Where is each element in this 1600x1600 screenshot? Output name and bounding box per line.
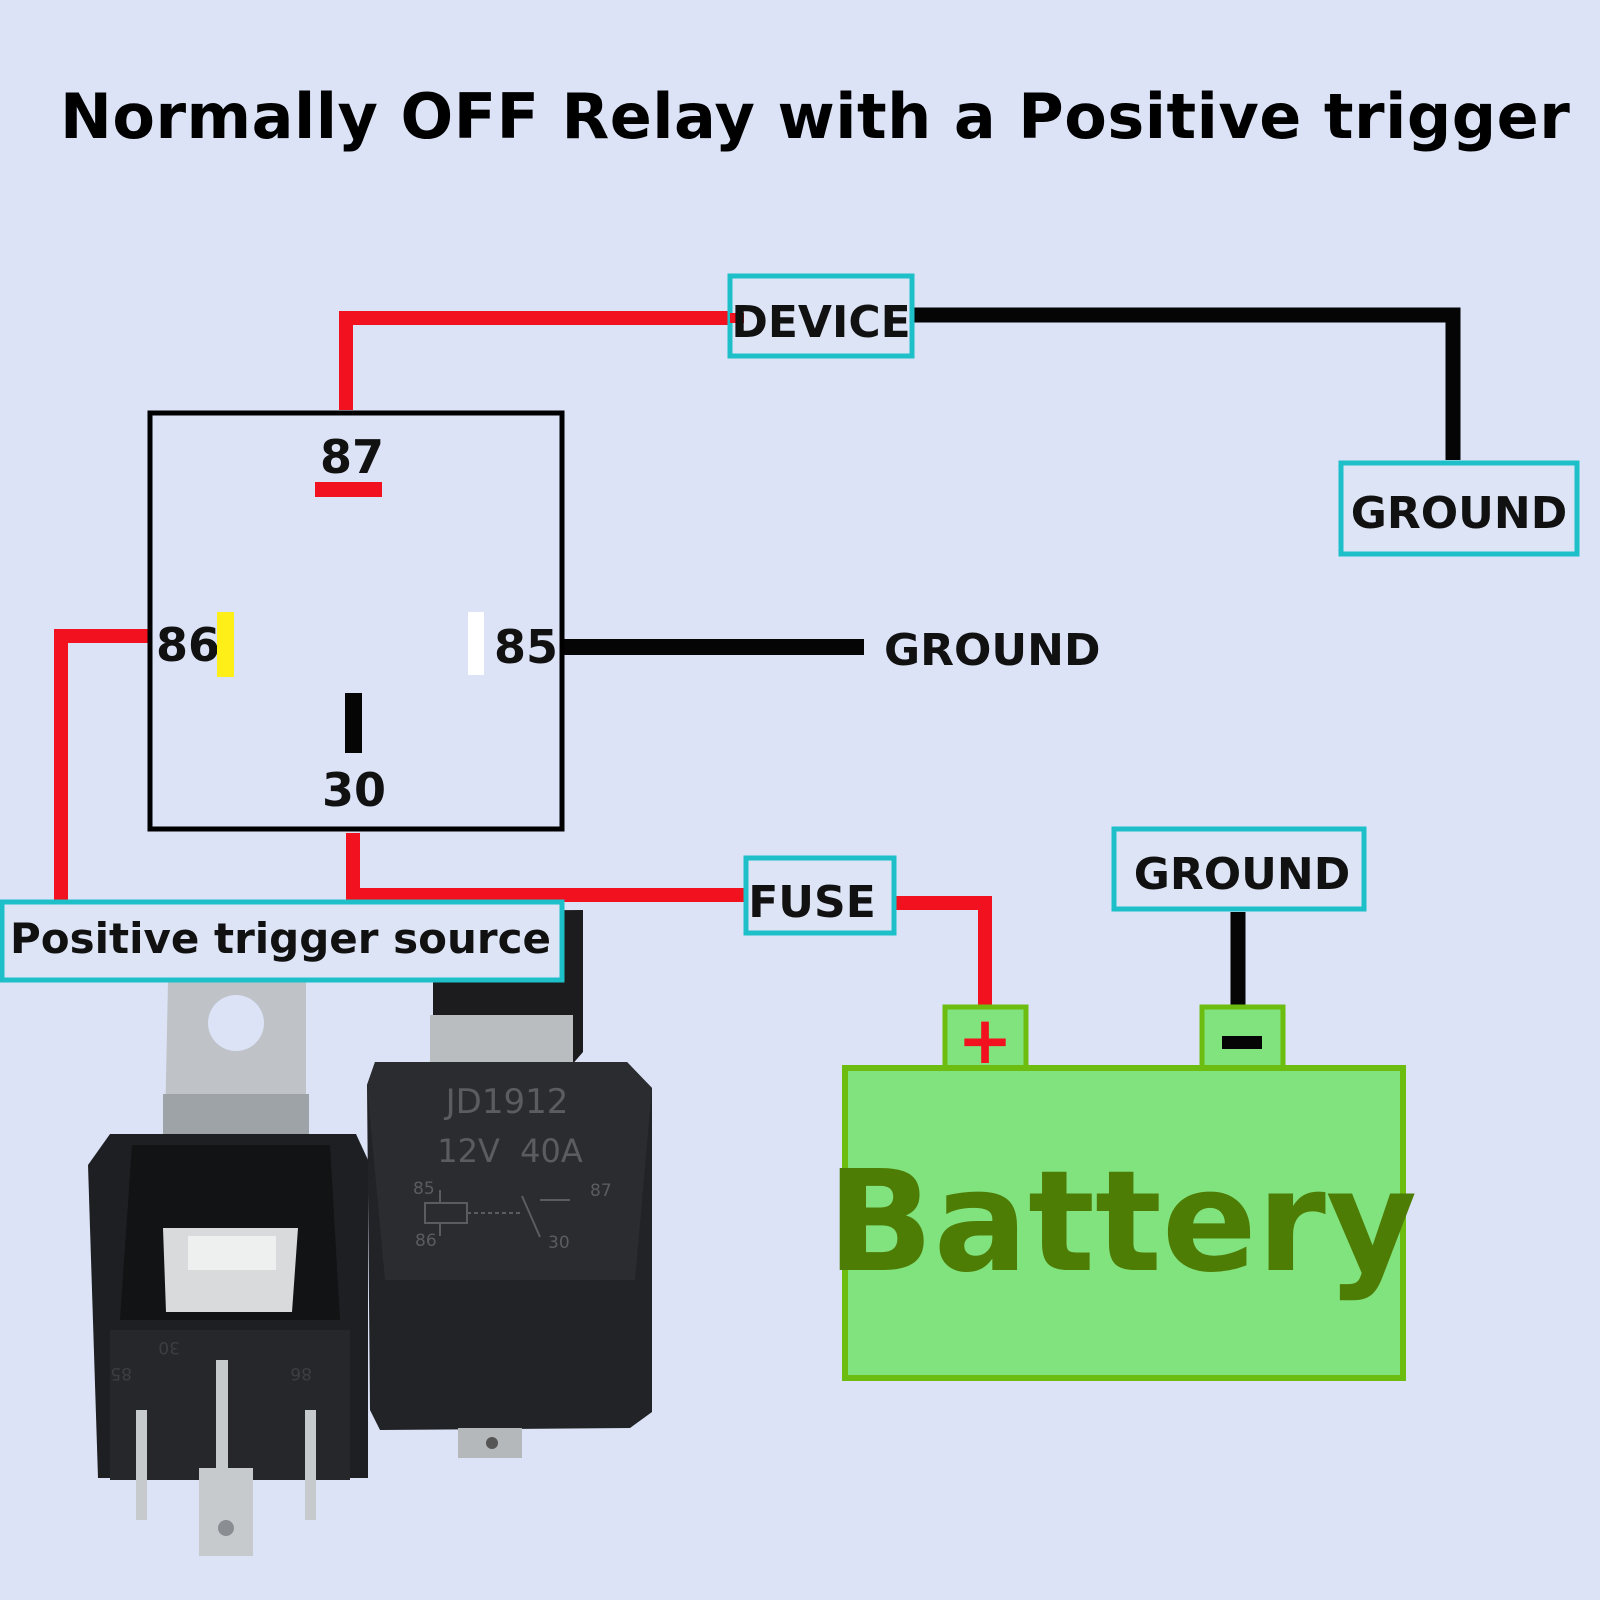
battery-body bbox=[842, 1065, 1406, 1381]
pin-30-label: 30 bbox=[322, 763, 386, 817]
diagram-title: Normally OFF Relay with a Positive trigg… bbox=[60, 80, 1571, 153]
relay-box bbox=[147, 410, 565, 832]
relay-photo-pin-87: 87 bbox=[590, 1181, 612, 1201]
battery: + Battery bbox=[827, 1002, 1417, 1381]
svg-text:30: 30 bbox=[158, 1337, 180, 1357]
svg-text:86: 86 bbox=[290, 1363, 312, 1383]
ground-device-box: GROUND bbox=[1338, 460, 1580, 557]
ground-battery-box: GROUND bbox=[1111, 826, 1367, 912]
fuse-label: FUSE bbox=[748, 877, 876, 928]
wire-86-to-trigger bbox=[54, 629, 152, 902]
pin-85-marker bbox=[468, 612, 484, 675]
relay-photo-pin-86: 86 bbox=[415, 1231, 437, 1251]
relay-photo-pin-85: 85 bbox=[413, 1179, 435, 1199]
trigger-source-label: Positive trigger source bbox=[10, 914, 551, 963]
relay-photo: 30 85 86 JD1912 12V 40A 85 86 87 30 bbox=[88, 910, 652, 1556]
battery-positive-terminal bbox=[942, 1004, 1029, 1072]
battery-label: Battery bbox=[827, 1141, 1417, 1304]
battery-negative-sign bbox=[1222, 1036, 1262, 1049]
relay-model-label: JD1912 bbox=[444, 1082, 569, 1122]
pin-87-marker bbox=[315, 482, 382, 497]
device-label: DEVICE bbox=[731, 297, 910, 348]
pin-86-marker bbox=[217, 612, 234, 677]
trigger-source-box: Positive trigger source bbox=[0, 899, 565, 983]
pin-87-label: 87 bbox=[320, 430, 384, 484]
relay-photo-pin-30: 30 bbox=[548, 1233, 570, 1253]
pin-85-label: 85 bbox=[494, 620, 558, 674]
wire-device-to-ground bbox=[910, 307, 1461, 460]
wire-30-to-fuse bbox=[346, 833, 748, 902]
ground-relay-label: GROUND bbox=[884, 625, 1100, 676]
pin-30-marker bbox=[345, 693, 362, 753]
device-label-box: DEVICE bbox=[727, 273, 915, 359]
wire-87-to-device bbox=[339, 311, 742, 410]
relay-schematic: 87 86 85 30 bbox=[147, 410, 565, 832]
relay-coil-symbol bbox=[424, 1190, 570, 1238]
ground-device-label: GROUND bbox=[1351, 488, 1567, 539]
svg-text:85: 85 bbox=[110, 1363, 132, 1383]
relay-rating-label: 12V 40A bbox=[437, 1132, 583, 1170]
fuse-box: FUSE bbox=[743, 855, 897, 936]
ground-battery-label: GROUND bbox=[1134, 849, 1350, 900]
pin-86-label: 86 bbox=[156, 618, 220, 672]
wire-fuse-to-battery-positive bbox=[893, 896, 992, 1008]
